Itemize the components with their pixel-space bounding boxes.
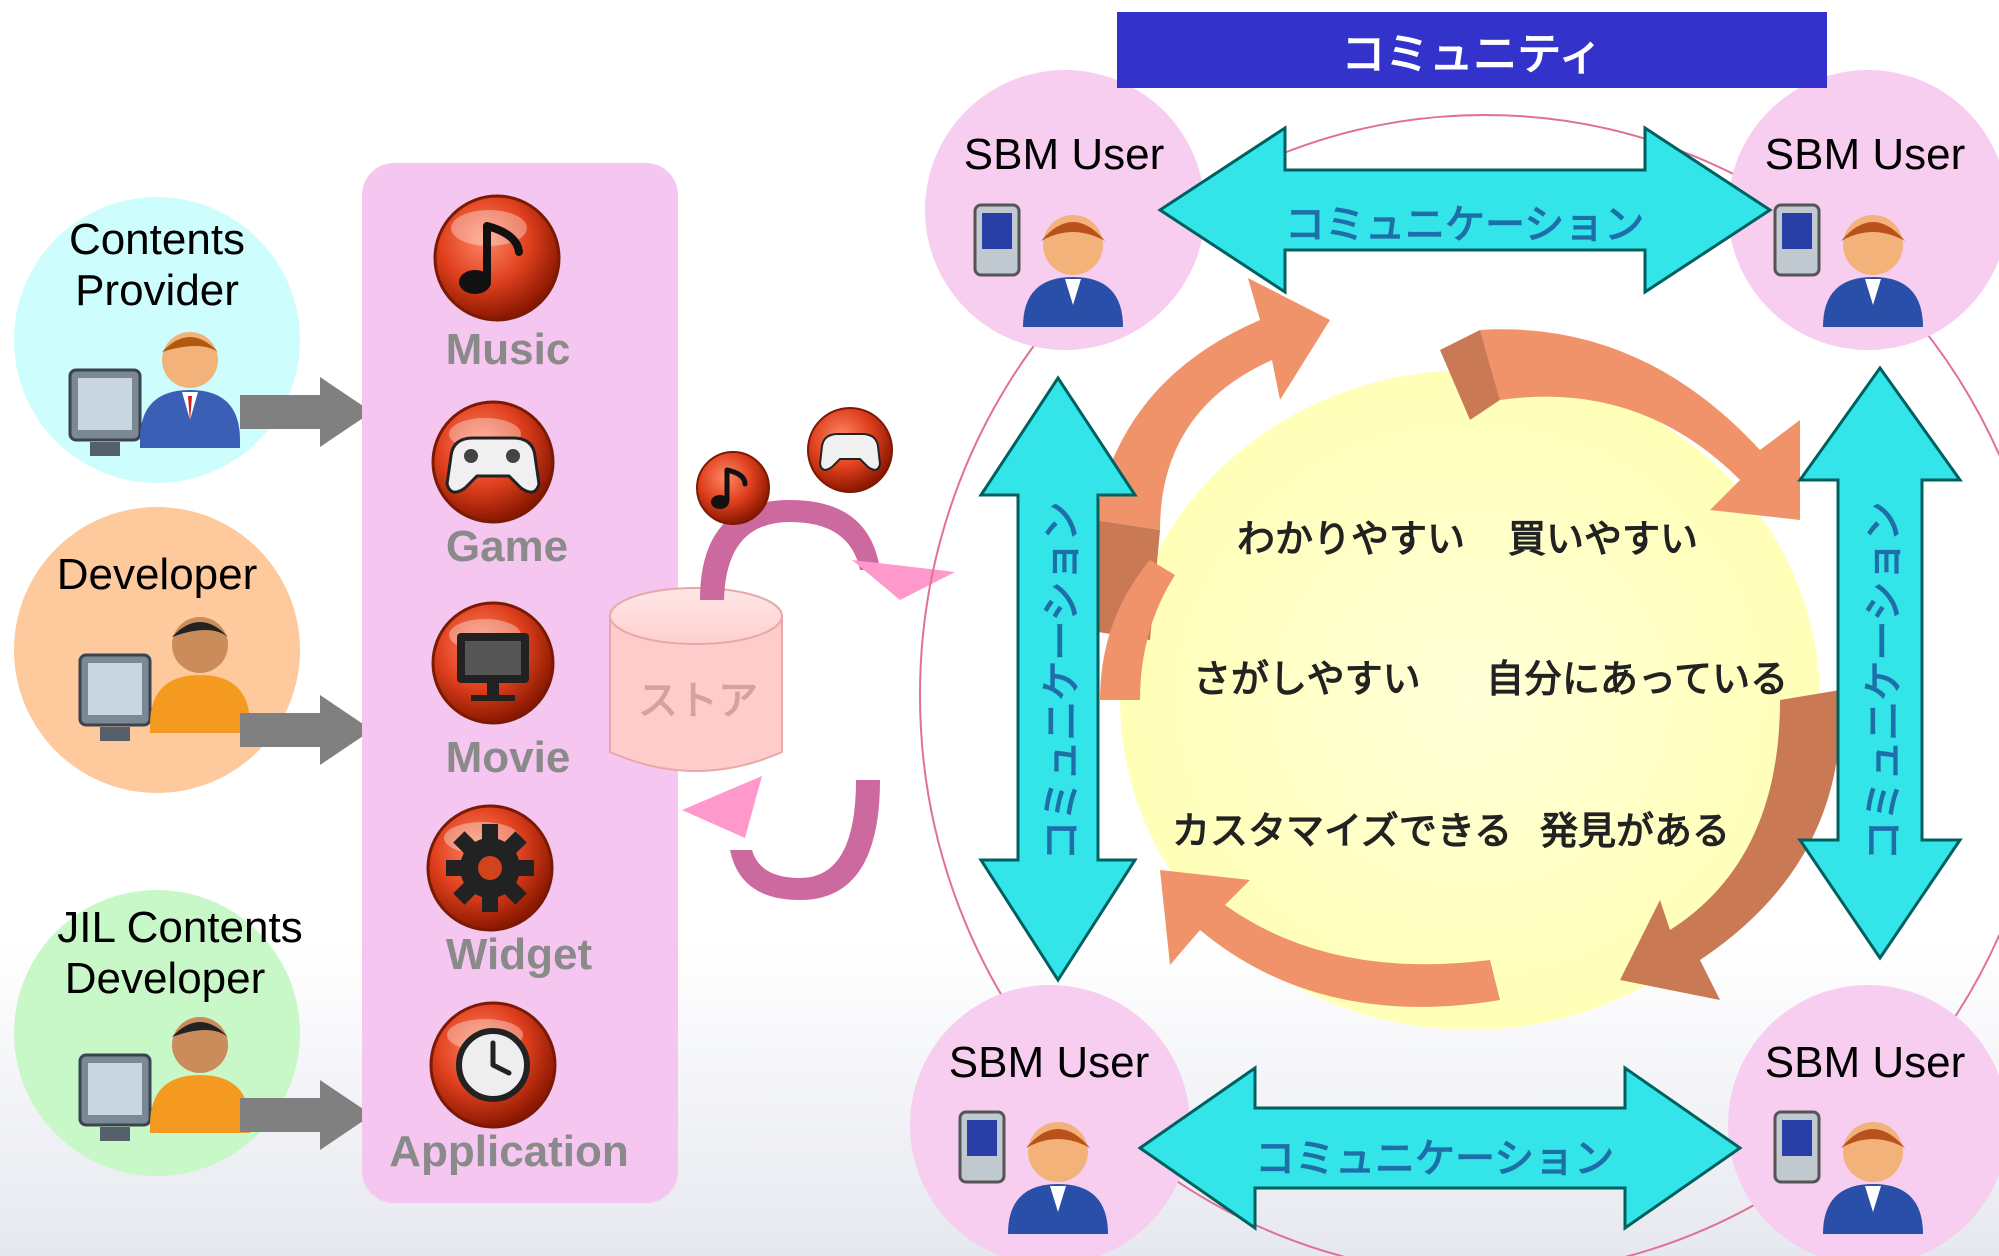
- provider-label-line1: JIL Contents: [57, 903, 303, 952]
- gamepad-icon: [807, 407, 893, 493]
- quality-label: 自分にあっている: [1486, 657, 1789, 701]
- user-label: SBM User: [1764, 130, 1966, 179]
- quality-label: わかりやすい: [1237, 517, 1466, 561]
- person-computer-icon: [68, 332, 240, 456]
- user-label: SBM User: [948, 1038, 1150, 1087]
- service-label-movie[interactable]: Movie: [445, 733, 571, 782]
- quality-label: 買いやすい: [1508, 517, 1699, 561]
- provider-label: Developer: [7, 550, 307, 601]
- communication-arrow-bottom: [1137, 1065, 1743, 1231]
- service-label-music[interactable]: Music: [445, 325, 571, 374]
- gamepad-icon[interactable]: [431, 400, 555, 524]
- music-note-icon: [696, 451, 770, 525]
- service-label-game[interactable]: Game: [445, 522, 569, 571]
- communication-label-top: コミュニケーション: [1285, 202, 1645, 248]
- quality-label: さがしやすい: [1193, 657, 1421, 701]
- music-note-icon[interactable]: [433, 194, 561, 322]
- user-label: SBM User: [1764, 1038, 1966, 1087]
- person-computer-icon: [78, 1017, 250, 1141]
- user-phone-person-icon: [958, 1110, 1108, 1234]
- cycle-arrow-bottom-right: [1620, 690, 1841, 1000]
- community-ring: [919, 114, 1999, 1256]
- store-cylinder: [609, 587, 783, 772]
- store-cycle-arrow-bottom: [682, 776, 880, 900]
- user-phone-person-icon: [1773, 203, 1923, 327]
- store-label: ストア: [638, 678, 758, 724]
- provider-label: Contents Provider: [7, 215, 307, 316]
- monitor-icon[interactable]: [431, 601, 555, 725]
- user-phone-person-icon: [973, 203, 1123, 327]
- communication-label-right: コミュニケーション: [1861, 501, 1907, 861]
- user-phone-person-icon: [1773, 1110, 1923, 1234]
- center-area: [1120, 370, 1820, 1030]
- user-circle-br: [1728, 985, 1999, 1256]
- store-cycle-arrow-top: [700, 500, 955, 600]
- provider-arrow: [240, 377, 372, 447]
- provider-arrow: [240, 1080, 372, 1150]
- communication-arrow-top: [1157, 125, 1773, 295]
- cycle-arrow-bottom: [1160, 870, 1500, 1007]
- service-label-application[interactable]: Application: [389, 1127, 629, 1176]
- service-label-widget[interactable]: Widget: [445, 930, 593, 979]
- user-circle-tr: [1728, 70, 1999, 350]
- clock-icon[interactable]: [429, 1001, 557, 1129]
- communication-arrow-right: [1797, 365, 1963, 961]
- quality-label: 発見がある: [1540, 809, 1731, 853]
- provider-label-line2: Provider: [75, 265, 239, 315]
- provider-label-line1: Developer: [56, 550, 258, 599]
- communication-arrow-left: [978, 375, 1138, 983]
- user-label: SBM User: [963, 130, 1165, 179]
- provider-arrow: [240, 695, 372, 765]
- provider-label-line1: Contents: [68, 215, 246, 264]
- provider-label: JIL Contents Developer: [30, 903, 330, 1004]
- cycle-arrow-right: [1440, 329, 1800, 520]
- communication-label-bottom: コミュニケーション: [1255, 1136, 1615, 1182]
- person-computer-icon: [78, 617, 250, 741]
- communication-label-left: コミュニケーション: [1039, 501, 1085, 861]
- cycle-arrow-left: [1100, 560, 1175, 700]
- quality-label: カスタマイズできる: [1172, 809, 1513, 853]
- community-title: コミュニティ: [1117, 12, 1827, 88]
- provider-label-line2: Developer: [64, 953, 266, 1003]
- gear-icon[interactable]: [426, 804, 554, 932]
- user-circle-bl: [910, 985, 1190, 1256]
- user-circle-tl: [925, 70, 1205, 350]
